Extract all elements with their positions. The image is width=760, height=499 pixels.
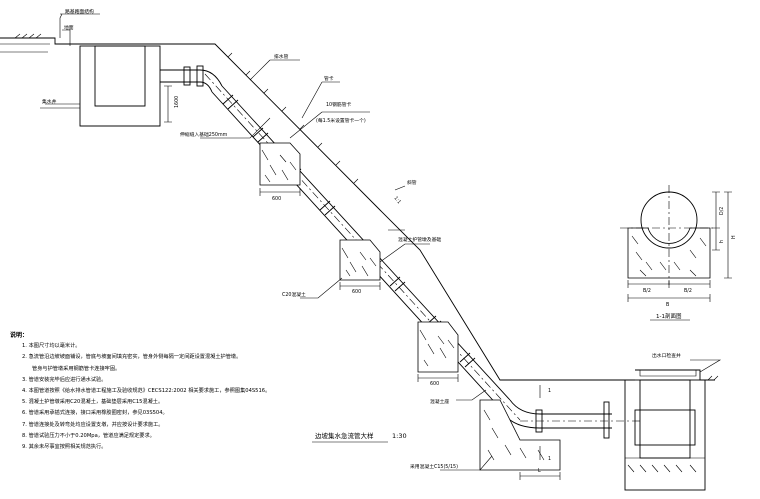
label-anchor-ring: 管卡	[324, 75, 334, 82]
label-section-h: H	[731, 235, 737, 239]
label-road-structure: 路基路面结构	[65, 8, 94, 15]
outlet-well	[539, 359, 722, 491]
label-water-tank: 集水井	[42, 98, 57, 105]
label-slope-pipe: 斜管	[407, 179, 417, 186]
note-line: 8. 管道试验压力不小于0.20Mpa，管道应满足规定要求。	[22, 432, 155, 439]
note-line: 5. 混凝土护管墩采用C20混凝土，基础垫层采用C15混凝土。	[22, 399, 164, 406]
label-section-b1: B/2	[643, 288, 651, 294]
label-width-2: 600	[352, 289, 361, 295]
label-width-1: 600	[272, 196, 281, 202]
label-bottom-note: 采用混凝土C15(5/15)	[410, 463, 458, 470]
note-line: 管身与护管墩采用钢筋管卡连接牢固。	[32, 365, 121, 372]
notes-title: 说明：	[10, 332, 29, 339]
label-c20: C20混凝土	[282, 291, 306, 298]
drawing-title: 边坡集水急流管大样	[315, 431, 374, 440]
top-ground-and-well	[0, 13, 200, 127]
label-pipe-material: 排水管	[274, 53, 289, 60]
label-section-h1: h	[719, 240, 725, 243]
label-section-d2: D/2	[719, 207, 725, 215]
note-line: 3. 管道安装完毕后应进行通水试验。	[22, 376, 107, 383]
label-cut-mark-2: 1	[548, 456, 551, 462]
note-line: 4. 本图管道按照《给水排水管道工程施工及验收规范》CECS122:2002 相…	[22, 388, 271, 395]
note-line: 6. 管道采用承插式连接，接口采用橡胶圈密封，参见03S504。	[22, 410, 168, 417]
note-line: 1. 本图尺寸均以毫米计。	[22, 343, 81, 350]
diagonal-pipe	[196, 65, 640, 439]
drawing-scale: 1:30	[392, 432, 407, 440]
label-height-top: 1600	[174, 96, 180, 108]
label-width-3: 600	[430, 381, 439, 387]
label-section-title: 1-1剖面图	[656, 312, 682, 320]
label-section-b2: B/2	[684, 288, 692, 294]
general-notes: 说明： 1. 本图尺寸均以毫米计。 2. 急流管沿边坡坡面铺设，管底与坡面间填充…	[10, 330, 271, 453]
label-clamp-note-2: (每1.5米设置管卡一个)	[316, 117, 366, 124]
label-clamp-note-1: 10钢筋管卡	[326, 101, 351, 108]
label-slope-ratio: 1:1	[392, 195, 402, 205]
label-wall-distance: 伸缩缝入基础250mm	[180, 131, 228, 138]
label-dim-l: L	[538, 468, 541, 474]
label-outlet-well: 出水口检查井	[652, 352, 681, 359]
section-1-1	[620, 185, 732, 321]
note-line: 2. 急流管沿边坡坡面铺设，管底与坡面间填充密实，管身外侧每隔一定间距设置混凝土…	[22, 354, 242, 361]
note-line: 9. 其余未尽事宜按照相关规范执行。	[22, 444, 107, 451]
label-cut-mark-1: 1	[548, 388, 551, 394]
label-ground: 地面	[64, 24, 74, 31]
slope-surface	[200, 43, 605, 381]
note-line: 7. 管道连接处及转弯处均应设置支墩，并应按设计要求施工。	[22, 421, 164, 428]
label-pipe-support: 混凝土护管墩及基础	[398, 236, 441, 243]
label-elbow-support: 混凝土座	[430, 398, 449, 405]
label-section-b: B	[666, 302, 669, 308]
